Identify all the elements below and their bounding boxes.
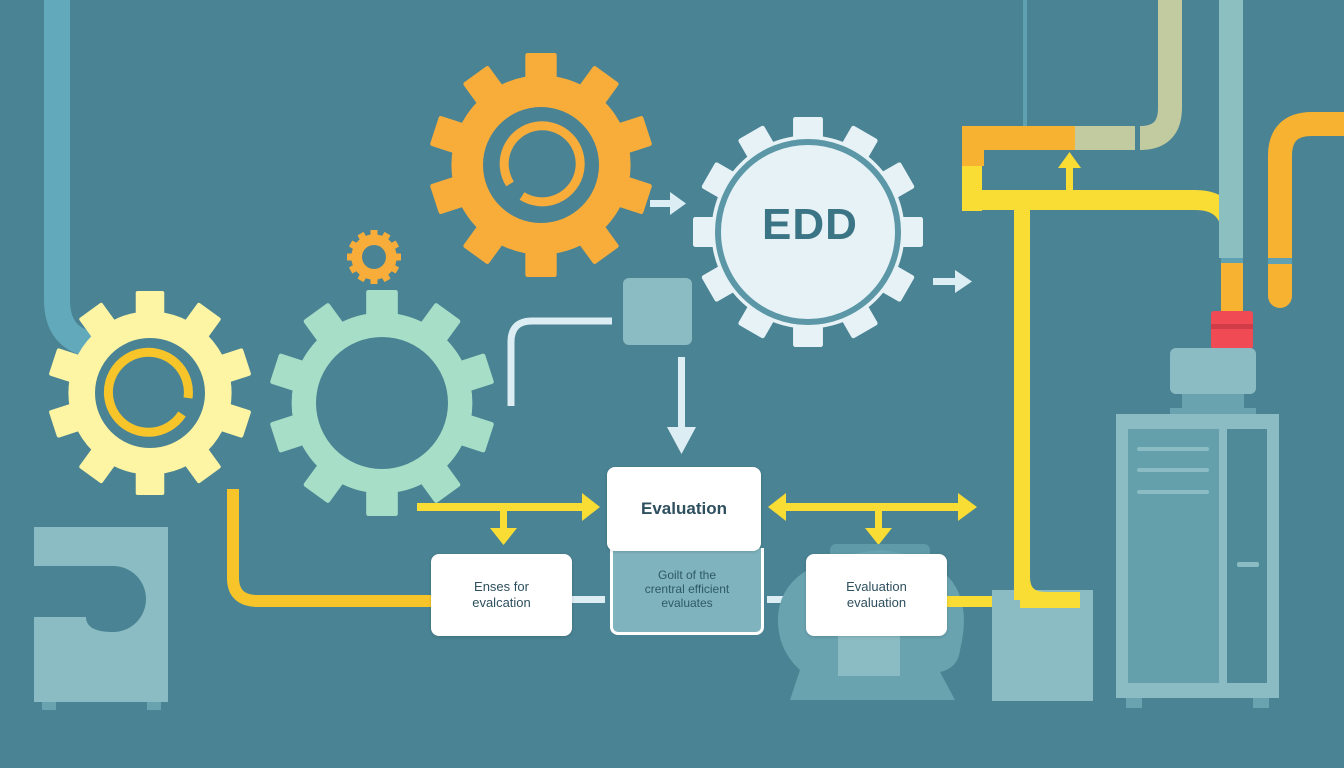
detail-line-3: evaluates — [661, 595, 713, 610]
yellow-top-pipe — [972, 190, 1242, 260]
left-machine-icon — [34, 527, 168, 710]
arrow-up-icon — [1058, 152, 1081, 194]
evaluation-box: Evaluation — [607, 467, 761, 551]
yellow-arrow-right-group — [768, 493, 977, 545]
arrow-right-icon — [933, 270, 972, 293]
right-box-line-2: evaluation — [846, 595, 907, 610]
detail-line-1: Goilt of the — [657, 568, 717, 583]
orange-gear-ring — [499, 121, 585, 207]
left-box-line-2: evalcation — [472, 595, 531, 610]
connector-line — [572, 596, 605, 603]
node-square — [623, 278, 692, 345]
evaluation-detail-box: Goilt of the crentral efficient evaluate… — [610, 548, 764, 635]
right-box-line-1: Evaluation — [846, 579, 907, 595]
left-input-box: Enses for evalcation — [431, 554, 572, 636]
left-box-line-1: Enses for — [474, 579, 529, 595]
cabinet-icon — [1116, 348, 1279, 708]
small-block — [992, 590, 1093, 701]
yellow-pipe — [947, 596, 1007, 607]
evaluation-box-label: Evaluation — [641, 499, 727, 518]
yellow-gear-ring — [103, 347, 193, 437]
yellow-pipe — [227, 489, 431, 607]
detail-line-2: crentral efficient — [644, 582, 730, 597]
arrow-down-icon — [667, 357, 696, 454]
sage-pipe — [1075, 0, 1182, 150]
edd-label: EDD — [762, 200, 858, 249]
red-valve-icon — [1211, 311, 1253, 349]
right-output-box: Evaluation evaluation — [806, 554, 947, 636]
left-teal-pipe — [44, 0, 98, 358]
yellow-frame-pipe — [1014, 210, 1080, 608]
teal-vertical-pipe — [1219, 0, 1243, 258]
connector-line — [507, 317, 612, 406]
yellow-arrow-left-group — [417, 493, 600, 545]
arrow-right-icon — [650, 192, 686, 215]
orange-j-pipe — [1268, 112, 1344, 308]
